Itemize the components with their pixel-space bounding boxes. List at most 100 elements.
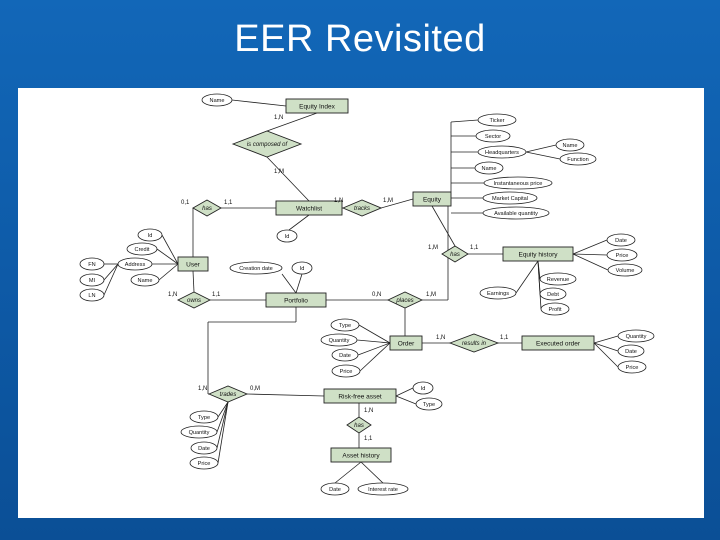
attribute-label: Type bbox=[339, 323, 351, 329]
entity-equity: Equity bbox=[412, 191, 452, 207]
attribute-label: Price bbox=[626, 365, 639, 371]
cardinality-label: 1,M bbox=[428, 245, 438, 251]
attribute-ellipse bbox=[291, 261, 313, 275]
attribute-ellipse bbox=[606, 248, 638, 262]
attribute-label: Revenue bbox=[547, 277, 569, 283]
attribute-name: Name bbox=[474, 161, 504, 175]
attribute-ellipse bbox=[412, 381, 434, 395]
attribute-ellipse bbox=[617, 329, 655, 343]
attribute-ellipse bbox=[555, 138, 585, 152]
entity-box bbox=[330, 447, 392, 463]
attribute-ellipse bbox=[482, 191, 538, 205]
connector-lines bbox=[103, 99, 619, 484]
entity-box bbox=[502, 246, 574, 262]
attribute-label: Volume bbox=[616, 268, 635, 274]
attribute-profit: Profit bbox=[540, 302, 570, 316]
attribute-label: Interest rate bbox=[368, 487, 398, 493]
attribute-label: Type bbox=[423, 402, 435, 408]
attribute-label: Type bbox=[198, 415, 210, 421]
relationship-diamond bbox=[448, 333, 500, 353]
attribute-id: Id bbox=[276, 229, 298, 243]
attribute-label: Quantity bbox=[189, 430, 210, 436]
attribute-label: Quantity bbox=[626, 334, 647, 340]
entity-order: Order bbox=[389, 335, 423, 351]
cardinality-label: 1,N bbox=[334, 198, 343, 204]
attribute-label: FN bbox=[88, 262, 95, 268]
cardinality-label: 1,N bbox=[274, 115, 283, 121]
relationship-diamond bbox=[341, 199, 383, 217]
relationship-label: tracks bbox=[354, 206, 370, 212]
attribute-function: Function bbox=[559, 152, 597, 166]
attribute-date: Date bbox=[320, 482, 350, 496]
cardinality-label: 1,M bbox=[426, 292, 436, 298]
relationship-trades: trades bbox=[207, 385, 249, 403]
entity-watchlist: Watchlist bbox=[275, 200, 343, 216]
relationship-places: places bbox=[386, 291, 424, 309]
relationship-diamond bbox=[386, 291, 424, 309]
attribute-label: Quantity bbox=[329, 338, 350, 344]
attribute-ellipse bbox=[617, 360, 647, 374]
attribute-ellipse bbox=[276, 229, 298, 243]
attributes: NameTickerSectorNameFunctionHeadquarters… bbox=[79, 93, 655, 496]
attribute-ellipse bbox=[331, 348, 359, 362]
attribute-label: Debt bbox=[547, 292, 559, 298]
relationship-results_in: results in bbox=[448, 333, 500, 353]
attribute-label: Id bbox=[421, 386, 426, 392]
cardinality-label: 1,1 bbox=[500, 335, 509, 341]
attribute-label: Name bbox=[482, 166, 497, 172]
attribute-ellipse bbox=[606, 233, 636, 247]
cardinality-label: 1,1 bbox=[224, 200, 233, 206]
entity-box bbox=[265, 292, 327, 308]
attribute-ellipse bbox=[130, 273, 160, 287]
relationship-label: has bbox=[354, 423, 364, 429]
attribute-label: Earnings bbox=[487, 291, 509, 297]
entity-box bbox=[412, 191, 452, 207]
attribute-ellipse bbox=[79, 288, 105, 302]
attribute-address: Address bbox=[117, 257, 153, 271]
attribute-label: Id bbox=[148, 233, 153, 239]
relationship-label: is composed of bbox=[247, 142, 289, 148]
attribute-creation-date: Creation date bbox=[229, 261, 283, 275]
attribute-label: Date bbox=[625, 349, 637, 355]
relationship-diamond bbox=[441, 245, 469, 263]
relationship-label: trades bbox=[220, 392, 237, 398]
relationship-label: has bbox=[202, 206, 212, 212]
attribute-label: Function bbox=[567, 157, 588, 163]
relationship-label: places bbox=[395, 298, 413, 304]
attribute-debt: Debt bbox=[539, 287, 567, 301]
entity-label: Equity bbox=[423, 197, 442, 204]
cardinality-label: 1,M bbox=[383, 198, 393, 204]
entity-label: Portfolio bbox=[284, 298, 308, 305]
relationship-rf_has: has bbox=[346, 416, 372, 434]
attribute-label: Instantaneous price bbox=[494, 181, 543, 187]
relationship-diamond bbox=[176, 291, 212, 309]
attribute-ticker: Ticker bbox=[477, 113, 517, 127]
attribute-fn: FN bbox=[79, 257, 105, 271]
attribute-label: MI bbox=[89, 278, 96, 284]
entity-label: User bbox=[186, 262, 201, 269]
attribute-date: Date bbox=[606, 233, 636, 247]
attribute-id: Id bbox=[137, 228, 163, 242]
entity-portfolio: Portfolio bbox=[265, 292, 327, 308]
attribute-ellipse bbox=[189, 456, 219, 470]
cardinality-label: 1,1 bbox=[470, 245, 479, 251]
attribute-earnings: Earnings bbox=[479, 286, 517, 300]
attribute-label: LN bbox=[88, 293, 95, 299]
attribute-ellipse bbox=[137, 228, 163, 242]
entity-risk_free_asset: Risk-free asset bbox=[323, 388, 397, 404]
relationship-has_watchlist: has bbox=[192, 199, 222, 217]
attribute-label: Creation date bbox=[239, 266, 273, 272]
relationship-label: results in bbox=[462, 341, 487, 347]
attribute-ellipse bbox=[617, 344, 645, 358]
attribute-ellipse bbox=[415, 397, 443, 411]
attribute-price: Price bbox=[189, 456, 219, 470]
attribute-ellipse bbox=[180, 425, 218, 439]
slide-title: EER Revisited bbox=[234, 18, 486, 60]
attribute-quantity: Quantity bbox=[180, 425, 218, 439]
attribute-label: Name bbox=[138, 278, 153, 284]
entity-equity_index: Equity Index bbox=[285, 98, 349, 114]
attribute-id: Id bbox=[291, 261, 313, 275]
attribute-label: Price bbox=[616, 253, 629, 259]
